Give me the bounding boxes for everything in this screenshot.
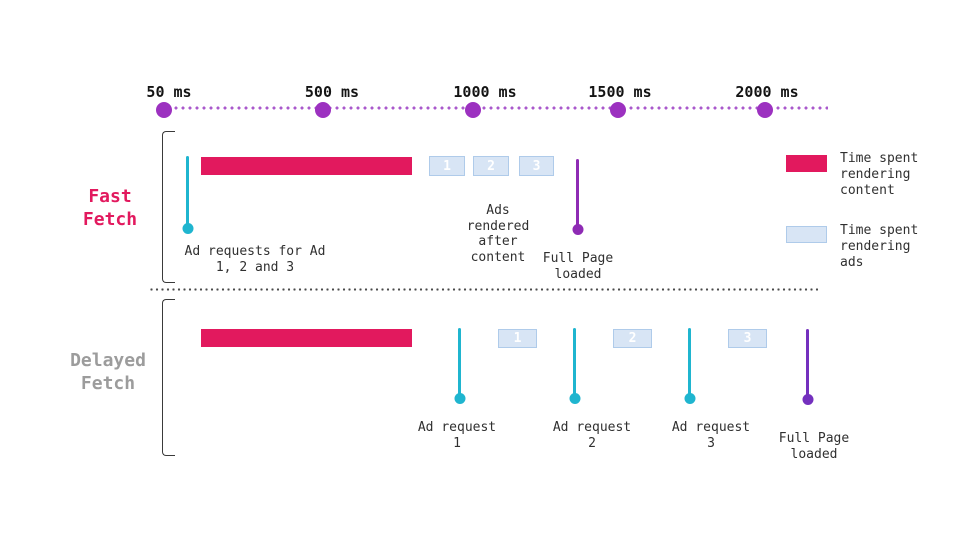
fast-ad-box-1: 1 bbox=[429, 156, 465, 176]
ad-requests-annotation: Ad requests for Ad 1, 2 and 3 bbox=[184, 244, 326, 275]
fast-full-page-marker bbox=[572, 159, 583, 235]
timeline-dot-50ms bbox=[156, 102, 172, 118]
timeline-tick-label-500ms: 500 ms bbox=[304, 83, 360, 101]
delayed-ad-request-2-annotation: Ad request 2 bbox=[552, 420, 632, 451]
marker-line bbox=[576, 159, 579, 229]
delayed-ad-box-3: 3 bbox=[728, 329, 767, 348]
marker-line bbox=[806, 329, 809, 399]
timeline-dot-500ms bbox=[315, 102, 331, 118]
marker-line bbox=[186, 156, 189, 228]
marker-dot bbox=[569, 393, 580, 404]
legend-content-swatch bbox=[786, 155, 827, 172]
fast-full-page-annotation: Full Page loaded bbox=[542, 251, 614, 282]
delayed-ad-box-1: 1 bbox=[498, 329, 537, 348]
fast-fetch-bracket bbox=[162, 131, 175, 283]
delayed-fetch-label: Delayed Fetch bbox=[70, 350, 146, 394]
delayed-ad-box-2: 2 bbox=[613, 329, 652, 348]
content-render-bar-delayed bbox=[201, 329, 412, 347]
delayed-fetch-bracket bbox=[162, 299, 175, 456]
marker-line bbox=[458, 328, 461, 398]
marker-line bbox=[573, 328, 576, 398]
marker-dot bbox=[802, 394, 813, 405]
timeline-dotted-line bbox=[160, 106, 828, 110]
marker-line bbox=[688, 328, 691, 398]
timeline-dot-1500ms bbox=[610, 102, 626, 118]
timeline-tick-label-50ms: 50 ms bbox=[146, 83, 192, 101]
fast-fetch-label: Fast Fetch bbox=[82, 186, 138, 230]
timeline-tick-label-1000ms: 1000 ms bbox=[453, 83, 517, 101]
marker-dot bbox=[454, 393, 465, 404]
delayed-full-page-annotation: Full Page loaded bbox=[778, 431, 850, 462]
ads-rendered-annotation: Ads rendered after content bbox=[466, 203, 530, 265]
legend-ads-label: Time spent rendering ads bbox=[840, 223, 919, 270]
timeline-dot-1000ms bbox=[465, 102, 481, 118]
row-separator-dotted-line bbox=[150, 288, 818, 291]
delayed-ad-request-marker-2 bbox=[569, 328, 580, 404]
delayed-ad-request-3-annotation: Ad request 3 bbox=[671, 420, 751, 451]
fast-ad-request-marker bbox=[182, 156, 193, 234]
legend-ads-swatch bbox=[786, 226, 827, 243]
delayed-ad-request-1-annotation: Ad request 1 bbox=[417, 420, 497, 451]
fast-ad-box-3: 3 bbox=[519, 156, 554, 176]
delayed-ad-request-marker-1 bbox=[454, 328, 465, 404]
fast-ad-box-2: 2 bbox=[473, 156, 509, 176]
timeline-tick-label-1500ms: 1500 ms bbox=[588, 83, 652, 101]
timeline-dot-2000ms bbox=[757, 102, 773, 118]
legend-content-label: Time spent rendering content bbox=[840, 151, 919, 198]
marker-dot bbox=[572, 224, 583, 235]
marker-dot bbox=[182, 223, 193, 234]
content-render-bar-fast bbox=[201, 157, 412, 175]
timeline-tick-label-2000ms: 2000 ms bbox=[735, 83, 799, 101]
delayed-ad-request-marker-3 bbox=[684, 328, 695, 404]
marker-dot bbox=[684, 393, 695, 404]
delayed-full-page-marker bbox=[802, 329, 813, 405]
